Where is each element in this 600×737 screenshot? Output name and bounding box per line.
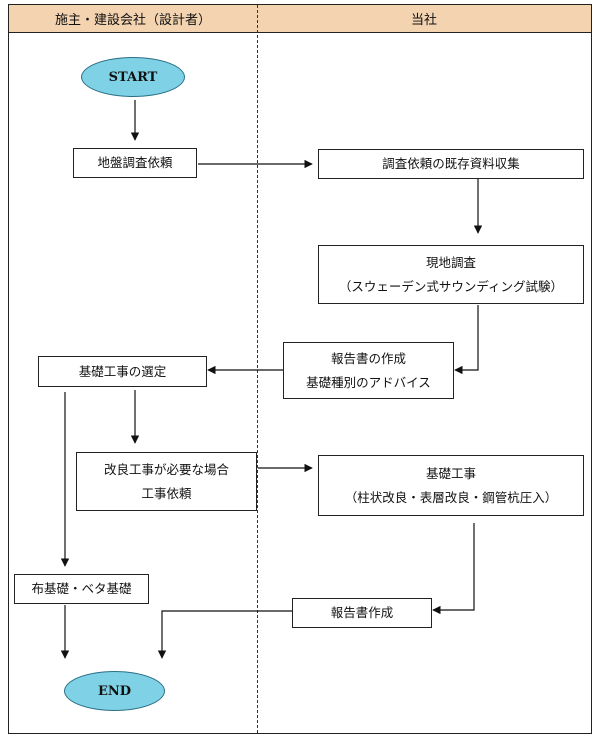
selection-label: 基礎工事の選定 xyxy=(78,363,167,379)
request-node: 地盤調査依頼 xyxy=(73,148,197,178)
arrow-report-to-end xyxy=(157,610,292,659)
header-company: 当社 xyxy=(257,5,591,33)
improve-node: 改良工事が必要な場合 工事依頼 xyxy=(76,452,257,511)
report-advice-subtitle: 基礎種別のアドバイス xyxy=(306,374,431,390)
foundation-node: 基礎工事 （柱状改良・表層改良・鋼管杭圧入） xyxy=(318,455,584,516)
collect-label: 調査依頼の既存資料収集 xyxy=(382,156,520,172)
start-node: START xyxy=(81,57,185,97)
improve-subtitle: 工事依頼 xyxy=(141,485,192,501)
improve-title: 改良工事が必要な場合 xyxy=(103,461,229,477)
report-node: 報告書作成 xyxy=(292,598,432,628)
report-label: 報告書作成 xyxy=(330,605,394,621)
report-advice-title: 報告書の作成 xyxy=(330,350,406,366)
report-advice-node: 報告書の作成 基礎種別のアドバイス xyxy=(283,342,454,399)
standard-foundation-node: 布基礎・ベタ基礎 xyxy=(14,574,149,604)
survey-subtitle: （スウェーデン式サウンディング試験） xyxy=(338,278,564,294)
survey-node: 現地調査 （スウェーデン式サウンディング試験） xyxy=(318,245,584,304)
foundation-subtitle: （柱状改良・表層改良・鋼管杭圧入） xyxy=(344,489,558,505)
arrow-survey-to-report-advice xyxy=(454,305,479,375)
collect-node: 調査依頼の既存資料収集 xyxy=(318,149,584,179)
arrow-foundation-to-report xyxy=(432,523,475,615)
lane-divider xyxy=(257,5,258,733)
survey-title: 現地調査 xyxy=(425,254,476,270)
header-client: 施主・建設会社（設計者） xyxy=(9,5,257,33)
foundation-title: 基礎工事 xyxy=(425,465,476,481)
selection-node: 基礎工事の選定 xyxy=(38,356,207,387)
standard-foundation-label: 布基礎・ベタ基礎 xyxy=(31,581,132,597)
end-node: END xyxy=(64,671,165,711)
request-label: 地盤調査依頼 xyxy=(97,155,173,171)
